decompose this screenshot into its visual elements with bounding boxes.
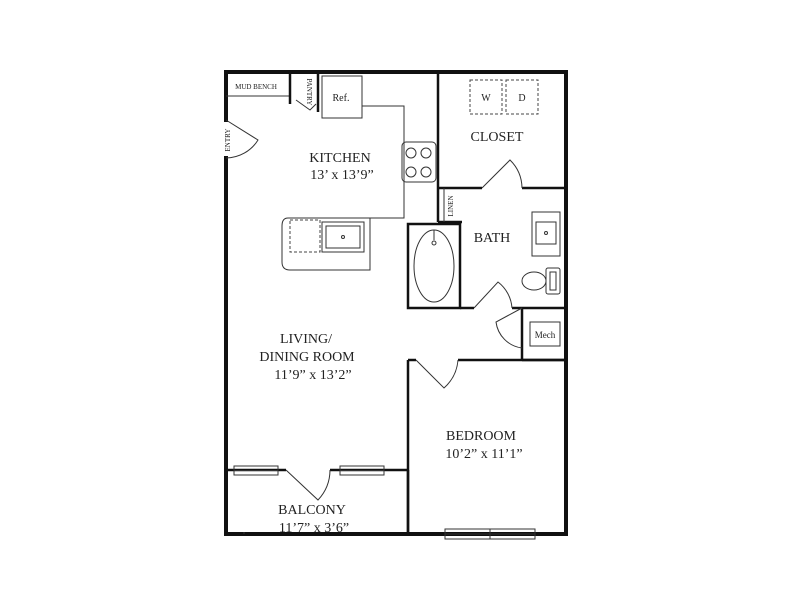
balcony-name: BALCONY <box>278 503 346 518</box>
refrigerator-label: Ref. <box>333 93 350 104</box>
bath-name: BATH <box>474 231 511 246</box>
balcony-size: 11’7” x 3’6” <box>279 521 349 536</box>
bedroom-size: 10’2” x 11’1” <box>445 447 522 462</box>
windows <box>233 465 536 540</box>
pantry-label: PANTRY <box>305 79 313 106</box>
living-size: 11’9” x 13’2” <box>274 368 351 383</box>
kitchen-name: KITCHEN <box>309 151 370 166</box>
dryer <box>505 79 539 115</box>
bedroom-name: BEDROOM <box>446 429 517 444</box>
closet-name: CLOSET <box>471 130 524 145</box>
kitchen-size: 13’ x 13’9” <box>310 168 374 183</box>
bath-sink-icon <box>535 221 557 245</box>
linen-label: LINEN <box>447 196 455 217</box>
living-name-line2: DINING ROOM <box>259 350 355 365</box>
labels: KITCHEN 13’ x 13’9” CLOSET BATH LIVING/ … <box>224 79 556 536</box>
toilet-icon <box>521 271 547 291</box>
mud-bench-label: MUD BENCH <box>235 83 277 91</box>
entry-label: ENTRY <box>224 129 232 152</box>
bath-fixtures <box>413 211 561 303</box>
vanity <box>531 211 561 257</box>
dishwasher <box>289 219 321 253</box>
refrigerator <box>321 75 363 119</box>
living-name-line1: LIVING/ <box>280 332 332 347</box>
washer <box>469 79 503 115</box>
doors <box>225 119 523 501</box>
closet-fixtures <box>443 79 539 222</box>
dryer-label: D <box>518 93 525 104</box>
kitchen-sink-icon <box>321 221 365 253</box>
mech-label: Mech <box>535 330 556 340</box>
stove-icon <box>401 141 437 183</box>
mech-unit <box>529 321 561 347</box>
balcony-railing <box>243 470 410 534</box>
washer-label: W <box>481 93 491 104</box>
kitchen-fixtures <box>281 75 437 271</box>
